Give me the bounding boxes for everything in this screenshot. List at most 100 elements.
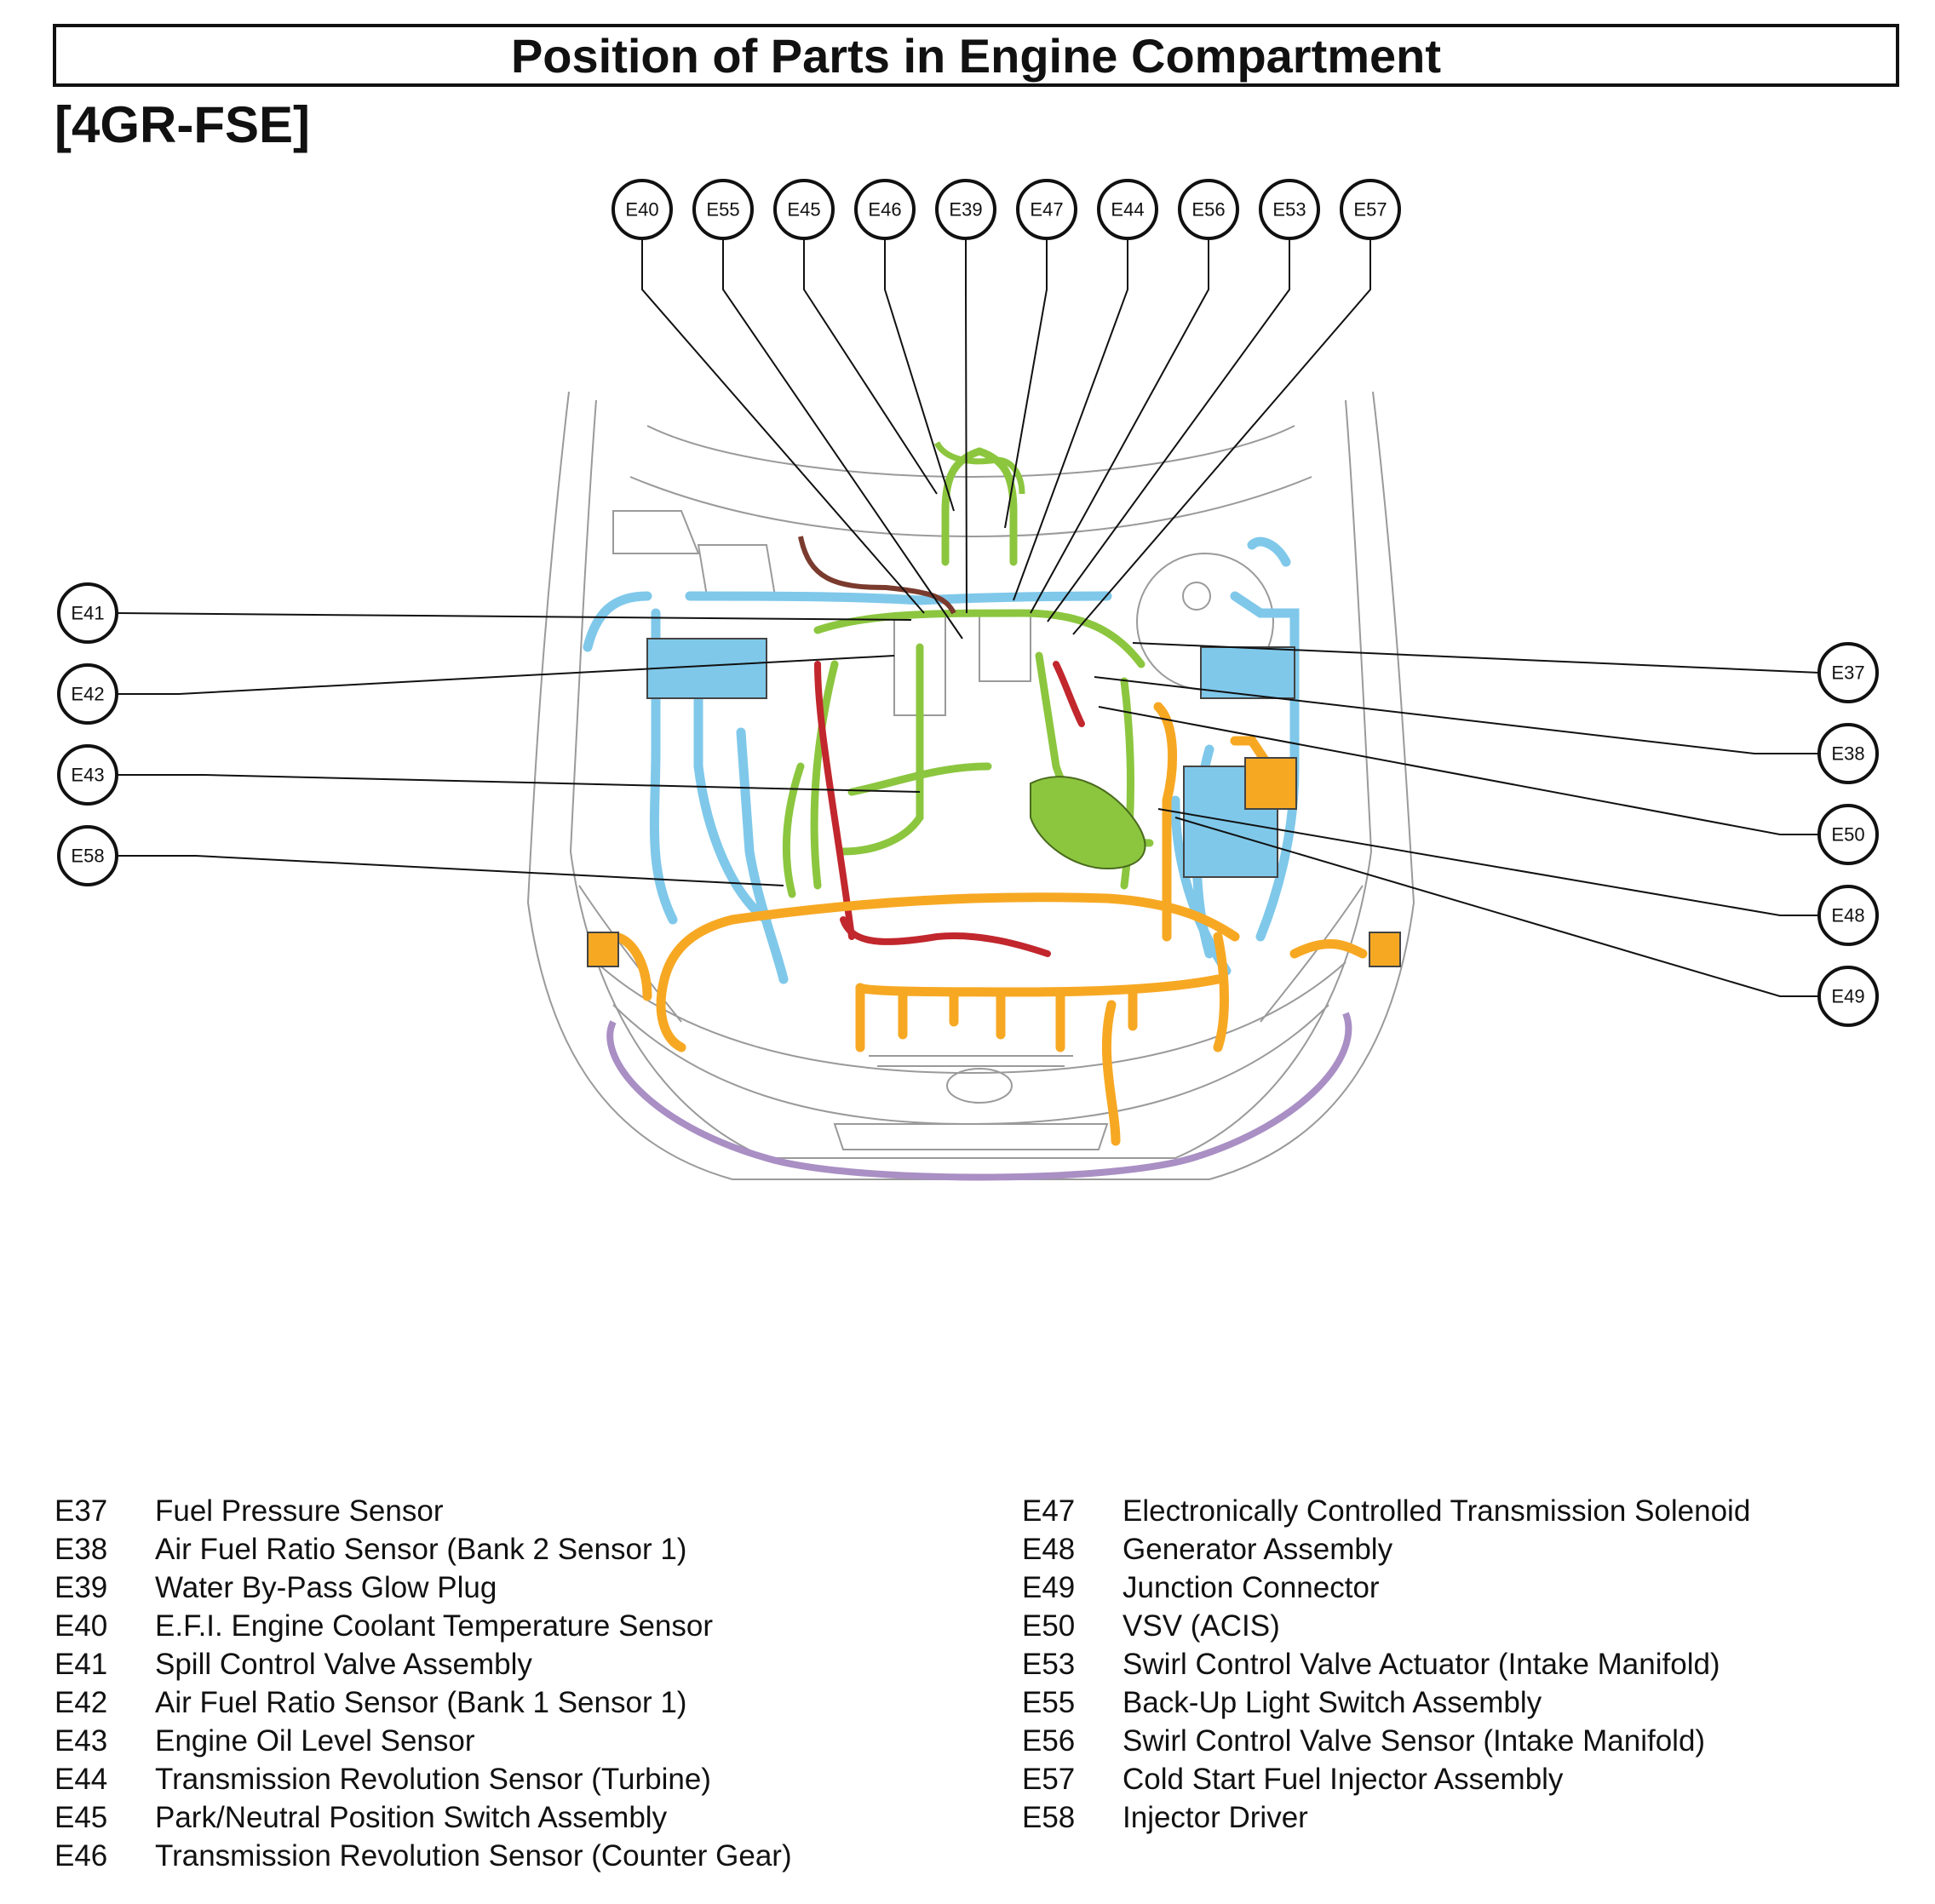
legend-code: E45: [55, 1801, 108, 1834]
relay-block: [1200, 646, 1295, 699]
callout-label-e43: E43: [71, 765, 104, 786]
legend-code: E56: [1022, 1724, 1076, 1758]
legend-part-name: Generator Assembly: [1123, 1533, 1393, 1566]
callout-circle-e49: [1817, 966, 1879, 1027]
legend-code: E38: [55, 1533, 108, 1566]
legend-code: E43: [55, 1724, 108, 1758]
callout-circle-e45: [773, 179, 835, 240]
engine-code-subtitle: [4GR-FSE]: [55, 96, 310, 153]
sensor-wire: [798, 536, 956, 615]
legend-part-name: Air Fuel Ratio Sensor (Bank 2 Sensor 1): [155, 1533, 687, 1566]
legend-row: E40 E.F.I. Engine Coolant Temperature Sen…: [55, 1607, 792, 1645]
callout-label-e40: E40: [625, 199, 658, 221]
legend-code: E41: [55, 1648, 108, 1681]
callout-label-e39: E39: [949, 199, 982, 221]
callout-circle-e43: [57, 744, 118, 806]
legend-row: E38 Air Fuel Ratio Sensor (Bank 2 Sensor …: [55, 1530, 792, 1569]
callout-label-e46: E46: [868, 199, 901, 221]
callout-circle-e46: [854, 179, 916, 240]
intake-engine-wire-cluster: [1030, 776, 1146, 870]
page-title: Position of Parts in Engine Compartment: [510, 28, 1442, 83]
callout-circle-e48: [1817, 885, 1879, 946]
legend-row: E48 Generator Assembly: [1022, 1530, 1750, 1569]
legend-part-name: Swirl Control Valve Actuator (Intake Man…: [1123, 1648, 1720, 1681]
callout-circle-e55: [692, 179, 754, 240]
injector-wire: [814, 661, 1085, 957]
legend-row: E49 Junction Connector: [1022, 1569, 1750, 1607]
callout-circle-e38: [1817, 723, 1879, 784]
legend-row: E55 Back-Up Light Switch Assembly: [1022, 1683, 1750, 1722]
callout-label-e56: E56: [1191, 199, 1225, 221]
legend-part-name: Transmission Revolution Sensor (Turbine): [155, 1763, 711, 1796]
callout-circle-e47: [1016, 179, 1077, 240]
legend-code: E44: [55, 1763, 108, 1796]
legend-part-name: Air Fuel Ratio Sensor (Bank 1 Sensor 1): [155, 1686, 687, 1719]
legend-part-name: Water By-Pass Glow Plug: [155, 1571, 497, 1604]
legend-code: E40: [55, 1609, 108, 1643]
legend-row: E37 Fuel Pressure Sensor: [55, 1492, 792, 1530]
callout-circle-e53: [1259, 179, 1320, 240]
callout-circle-e41: [57, 582, 118, 644]
callout-label-e49: E49: [1831, 986, 1864, 1007]
legend-row: E58 Injector Driver: [1022, 1798, 1750, 1837]
legend-part-name: Injector Driver: [1123, 1801, 1308, 1834]
legend-code: E50: [1022, 1609, 1076, 1643]
legend-part-name: Cold Start Fuel Injector Assembly: [1123, 1763, 1564, 1796]
callout-circle-e40: [612, 179, 673, 240]
title-box: Position of Parts in Engine Compartment: [53, 24, 1899, 87]
leader-lines: [117, 238, 1820, 997]
legend-code: E49: [1022, 1571, 1076, 1604]
callout-label-e41: E41: [71, 603, 104, 624]
callout-label-e45: E45: [787, 199, 820, 221]
callout-label-e53: E53: [1272, 199, 1306, 221]
callout-label-e55: E55: [706, 199, 739, 221]
callout-label-e48: E48: [1831, 905, 1864, 926]
legend-part-name: Spill Control Valve Assembly: [155, 1648, 532, 1681]
legend-code: E46: [55, 1839, 108, 1872]
callout-circle-e39: [935, 179, 996, 240]
legend-part-name: Transmission Revolution Sensor (Counter …: [155, 1839, 792, 1872]
legend-code: E53: [1022, 1648, 1076, 1681]
callout-label-e57: E57: [1353, 199, 1387, 221]
legend-row: E39 Water By-Pass Glow Plug: [55, 1569, 792, 1607]
front-connector-right: [1369, 932, 1401, 967]
legend-row: E41 Spill Control Valve Assembly: [55, 1645, 792, 1683]
legend-part-name: E.F.I. Engine Coolant Temperature Sensor: [155, 1609, 714, 1643]
fuse-block-connector: [1244, 757, 1297, 810]
legend-row: E44 Transmission Revolution Sensor (Turbi…: [55, 1760, 792, 1798]
callout-label-e38: E38: [1831, 743, 1864, 765]
legend-part-name: Junction Connector: [1123, 1571, 1380, 1604]
legend-code: E47: [1022, 1494, 1076, 1528]
callout-label-e44: E44: [1111, 199, 1144, 221]
legend-code: E39: [55, 1571, 108, 1604]
callout-label-e47: E47: [1030, 199, 1063, 221]
callout-circle-e37: [1817, 642, 1879, 703]
callout-label-e37: E37: [1831, 662, 1864, 684]
callout-circle-e58: [57, 825, 118, 886]
legend-code: E55: [1022, 1686, 1076, 1719]
legend-code: E48: [1022, 1533, 1076, 1566]
callout-circle-e42: [57, 663, 118, 725]
legend-code: E58: [1022, 1801, 1076, 1834]
legend-code: E37: [55, 1494, 108, 1528]
front-wire: [608, 702, 1368, 1146]
callout-circle-e50: [1817, 804, 1879, 865]
legend-part-name: Engine Oil Level Sensor: [155, 1724, 475, 1758]
legend-part-name: Back-Up Light Switch Assembly: [1123, 1686, 1542, 1719]
legend-part-name: Fuel Pressure Sensor: [155, 1494, 444, 1528]
legend-row: E53 Swirl Control Valve Actuator (Intake …: [1022, 1645, 1750, 1683]
callout-label-e50: E50: [1831, 824, 1864, 846]
legend-row: E43 Engine Oil Level Sensor: [55, 1722, 792, 1760]
legend-code: E42: [55, 1686, 108, 1719]
callout-label-e58: E58: [71, 846, 104, 867]
engine-room-block: [646, 638, 767, 699]
transmission-wire: [933, 441, 1025, 495]
front-connector-left: [587, 932, 619, 967]
callout-circle-e44: [1097, 179, 1158, 240]
